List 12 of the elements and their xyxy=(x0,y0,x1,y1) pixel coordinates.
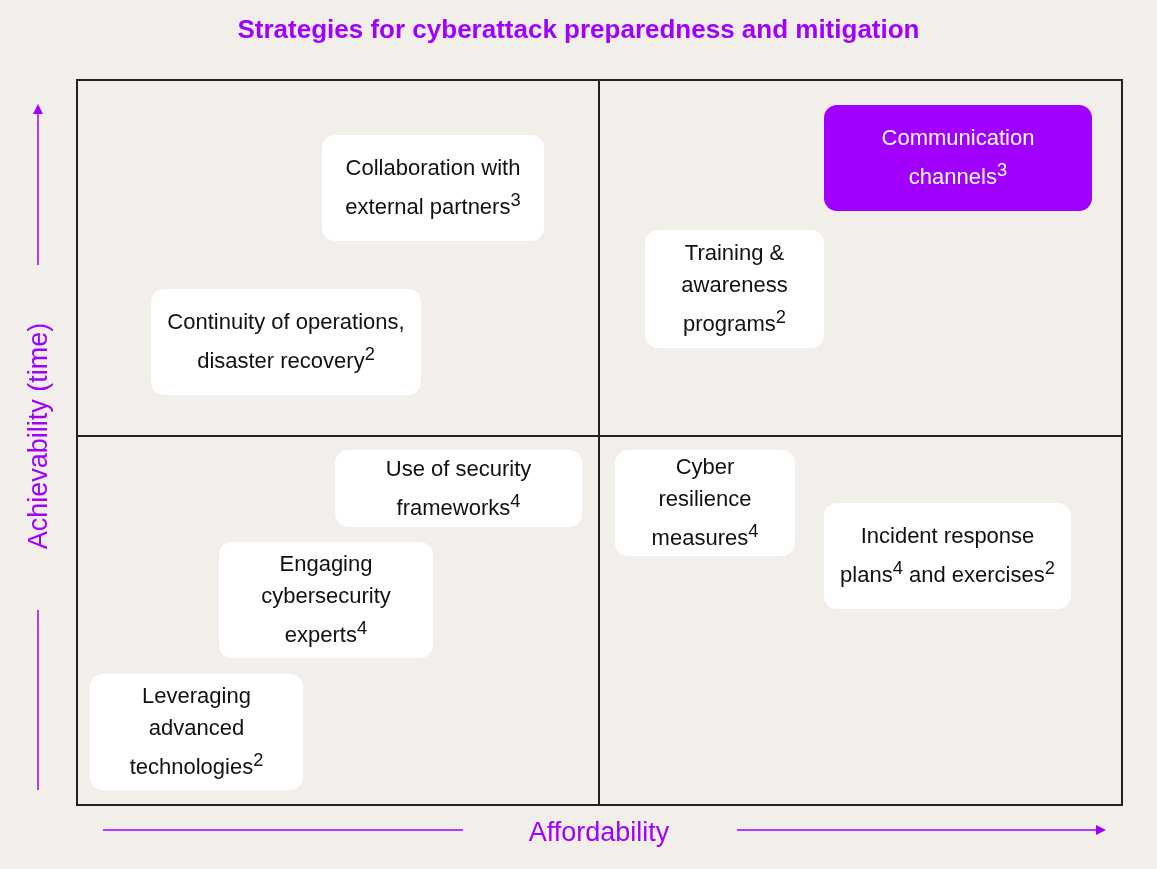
y-axis-label: Achievability (time) xyxy=(22,322,54,550)
strategy-box: Engaging cybersecurity experts$^{4}$ xyxy=(219,542,433,658)
strategy-box: Incident response plans$^{4}$ and exercises$^{2}$ xyxy=(824,503,1071,609)
strategy-box: Continuity of operations, disaster recovery$^{2}$ xyxy=(151,289,421,395)
strategy-box: Leveraging advanced technologies$^{2}$ xyxy=(90,674,303,790)
chart-title: Strategies for cyberattack preparedness and mitigation xyxy=(237,14,920,44)
x-axis-label: Affordability xyxy=(528,816,670,848)
highlighted-strategy-box: Communication channels$^{3}$ xyxy=(824,105,1092,211)
strategy-box: Training & awareness programs$^{2}$ xyxy=(645,230,824,348)
strategy-box: Cyber resilience measures$^{4}$ xyxy=(615,450,795,556)
strategy-box: Use of security frameworks$^{4}$ xyxy=(335,450,582,527)
strategy-box: Collaboration with external partners$^{3}$ xyxy=(322,135,544,241)
